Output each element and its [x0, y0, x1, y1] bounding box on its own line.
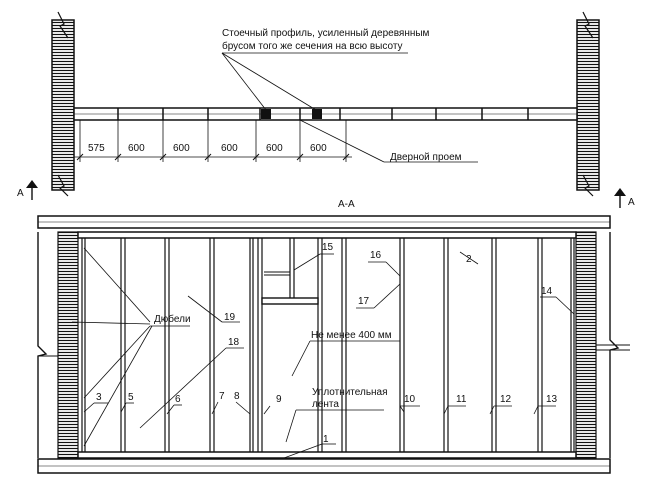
profile-note-line-1: Стоечный профиль, усиленный деревянным — [222, 27, 430, 39]
bottom-guide-rail — [77, 451, 577, 459]
section-title: A-A — [338, 199, 355, 210]
callout-19: 19 — [224, 312, 236, 323]
callout-12: 12 — [500, 394, 512, 405]
callout-3: 3 — [96, 392, 102, 403]
dowels-label: Дюбели — [154, 313, 191, 325]
callout-6: 6 — [175, 394, 181, 405]
callout-17: 17 — [358, 296, 370, 307]
sealing-tape-line-2: лента — [312, 399, 339, 410]
plan-view: 575 600 600 600 600 600 Стоечный профиль… — [17, 11, 635, 210]
callout-5: 5 — [128, 392, 134, 403]
dim-4: 600 — [221, 143, 238, 154]
door-opening-label: Дверной проем — [390, 152, 462, 163]
elevation-left-wall — [57, 231, 79, 459]
callout-9: 9 — [276, 394, 282, 405]
section-marker-right: A — [614, 188, 635, 208]
dim-5: 600 — [266, 143, 283, 154]
top-guide-rail — [77, 231, 577, 239]
section-marker-left: A — [17, 180, 38, 200]
profile-note-line-2: брусом того же сечения на всю высоту — [222, 40, 403, 52]
callout-15: 15 — [322, 242, 334, 253]
dim-2: 600 — [128, 143, 145, 154]
callout-8: 8 — [234, 391, 240, 402]
dim-6: 600 — [310, 143, 327, 154]
dim-3: 600 — [173, 143, 190, 154]
section-label-right: A — [628, 197, 635, 208]
elevation-right-wall — [575, 231, 597, 459]
callout-14: 14 — [541, 286, 553, 297]
door-lintel — [261, 297, 319, 305]
callout-10: 10 — [404, 394, 416, 405]
callout-13: 13 — [546, 394, 558, 405]
callout-2: 2 — [466, 254, 472, 265]
callout-11: 11 — [456, 394, 467, 405]
reinforced-profile-right — [312, 109, 322, 119]
elevation-view: 1 2 3 5 6 7 8 9 10 11 12 13 14 15 16 17 … — [37, 215, 630, 474]
dim-1: 575 — [88, 143, 105, 154]
callout-16: 16 — [370, 250, 382, 261]
studs — [81, 238, 575, 452]
min-400-label: Не менее 400 мм — [311, 330, 392, 341]
section-label-left: A — [17, 188, 24, 199]
plan-left-wall — [51, 19, 75, 191]
callout-18: 18 — [228, 337, 240, 348]
callout-7: 7 — [219, 391, 225, 402]
callout-1: 1 — [323, 434, 329, 445]
plan-right-wall — [576, 19, 600, 191]
reinforced-profile-left — [261, 109, 271, 119]
sealing-tape-line-1: Уплотнительная — [312, 387, 388, 398]
